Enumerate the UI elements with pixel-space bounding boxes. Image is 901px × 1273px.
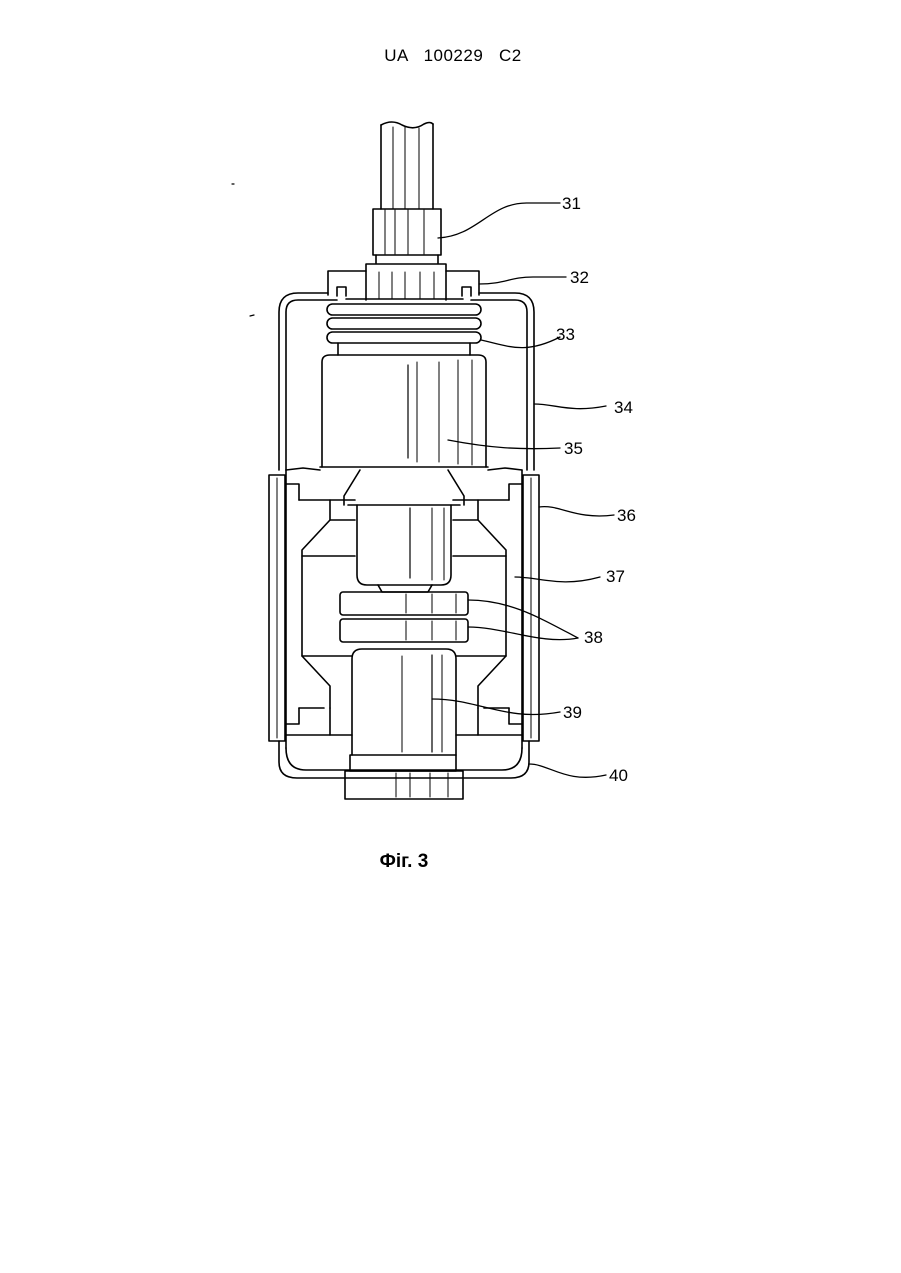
leader-35 bbox=[448, 440, 560, 449]
upper-contact-rod bbox=[344, 470, 464, 592]
upper-shaft bbox=[381, 122, 433, 209]
ref-40: 40 bbox=[609, 767, 628, 784]
ref-31: 31 bbox=[562, 195, 581, 212]
ref-38: 38 bbox=[584, 629, 603, 646]
guide-bushing bbox=[328, 264, 479, 300]
lower-contact-stem bbox=[330, 649, 478, 755]
bellows bbox=[327, 304, 481, 355]
leader-40 bbox=[529, 764, 606, 777]
ref-34: 34 bbox=[614, 399, 633, 416]
leader-37 bbox=[515, 577, 600, 582]
terminal-sleeve bbox=[373, 209, 441, 263]
upper-housing bbox=[279, 293, 534, 470]
leader-39 bbox=[432, 699, 560, 715]
ceramic-envelope bbox=[286, 468, 522, 748]
leader-31 bbox=[438, 203, 560, 238]
figure-caption: Фіг. 3 bbox=[0, 851, 808, 873]
outer-shield-left bbox=[269, 475, 299, 741]
ref-39: 39 bbox=[563, 704, 582, 721]
leader-34 bbox=[534, 404, 606, 409]
leader-32 bbox=[479, 277, 566, 284]
leader-36 bbox=[539, 507, 614, 516]
leader-33 bbox=[481, 337, 560, 348]
lower-end-cap bbox=[279, 735, 529, 799]
inner-arc-shield bbox=[302, 500, 506, 708]
scan-specks bbox=[232, 184, 254, 316]
contact-discs bbox=[340, 592, 468, 642]
upper-contact-body bbox=[320, 355, 488, 467]
ref-37: 37 bbox=[606, 568, 625, 585]
ref-36: 36 bbox=[617, 507, 636, 524]
ref-33: 33 bbox=[556, 326, 575, 343]
ref-35: 35 bbox=[564, 440, 583, 457]
ref-32: 32 bbox=[570, 269, 589, 286]
